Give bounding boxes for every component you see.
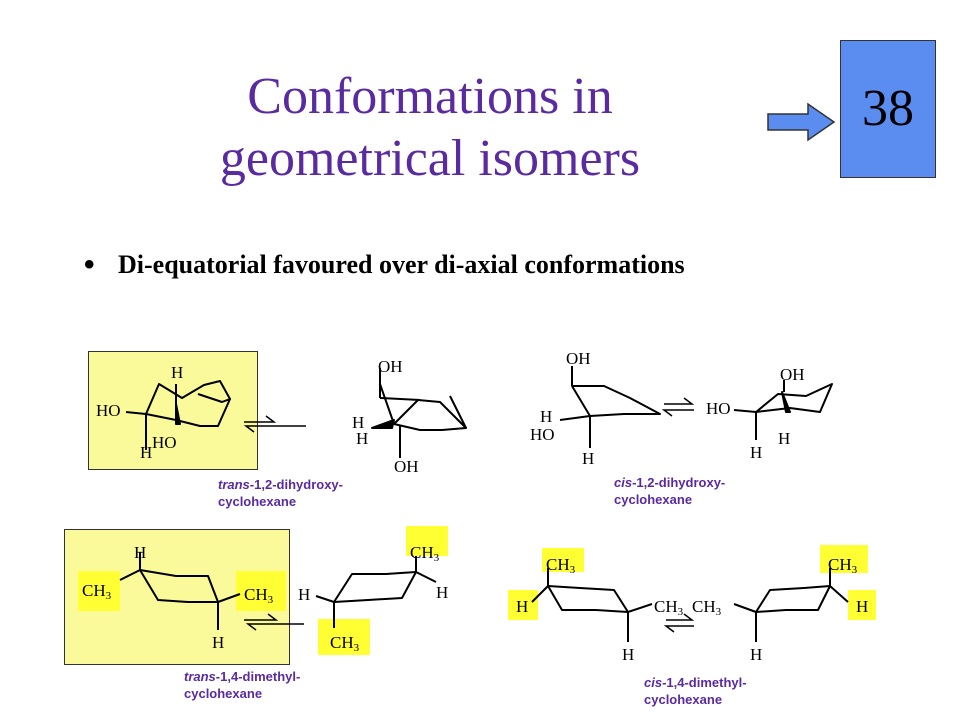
trans14-diequatorial-ring (119, 552, 241, 630)
cis14-left-ring (531, 568, 653, 642)
atom-label-ch3: CH3 (244, 585, 274, 607)
cis14-right-ring (733, 568, 849, 642)
atom-label-h: H (212, 633, 225, 652)
atom-label-h: H (778, 429, 791, 448)
atom-label-h: H (171, 363, 184, 382)
atom-label-h: H (582, 449, 595, 468)
atom-label-h: H (622, 645, 635, 664)
atom-label-ch3: CH3 (654, 597, 684, 619)
atom-label-h: H (750, 645, 763, 664)
atom-label-h: H (298, 585, 311, 604)
atom-label-h: H (540, 407, 553, 426)
atom-label-oh: OH (394, 457, 419, 476)
trans12-diaxial-ring (371, 368, 467, 458)
atom-label-h: H (352, 413, 365, 432)
atom-label-h: H (140, 443, 153, 462)
atom-label-ho: HO (706, 399, 731, 418)
highlight-h-2 (848, 590, 876, 620)
caption-trans-12: trans-1,2-dihydroxy- cyclohexane (218, 477, 343, 509)
highlight-ch3-3 (236, 571, 286, 611)
atom-label-h: H (356, 429, 369, 448)
atom-label-h: H (750, 443, 763, 462)
trans12-diequatorial-ring (125, 380, 231, 450)
atom-label-ch3: CH3 (546, 555, 576, 577)
atom-label-ch3: CH3 (828, 555, 858, 577)
equilibrium-arrows (243, 397, 695, 633)
bullet-text: Di-equatorial favoured over di-axial con… (118, 250, 685, 279)
highlight-ch3-1 (406, 526, 448, 556)
highlight-box-trans12 (88, 351, 258, 470)
cis12-right-ring (733, 380, 833, 440)
atom-label-ho: HO (530, 425, 555, 444)
slide-number-badge: 38 (840, 40, 936, 178)
atom-label-ho: HO (152, 433, 177, 452)
atom-label-oh: OH (566, 349, 591, 368)
atom-label-h: H (134, 543, 147, 562)
slide-title: Conformations in geometrical isomers (219, 68, 641, 187)
cis12-left-ring (559, 366, 661, 448)
atom-label-h: H (436, 583, 449, 602)
atom-label-ch3: CH3 (410, 543, 440, 565)
atom-label-ch3: CH3 (82, 581, 112, 603)
atom-label-ho: HO (96, 401, 121, 420)
atom-label-oh: OH (378, 357, 403, 376)
caption-trans-14: trans-1,4-dimethyl- cyclohexane (184, 669, 301, 701)
caption-cis-12: cis-1,2-dihydroxy- cyclohexane (614, 475, 726, 507)
highlight-ch3-2 (78, 571, 120, 611)
atom-label-ch3: CH3 (692, 597, 722, 619)
bullet-marker: • (84, 248, 95, 281)
highlight-h-1 (508, 590, 538, 620)
atom-label-h: H (856, 597, 869, 616)
atom-label-ch3: CH3 (330, 633, 360, 655)
highlight-ch3-6 (820, 545, 868, 573)
atom-label-oh: OH (780, 365, 805, 384)
highlight-ch3-4 (318, 619, 370, 655)
trans14-diaxial-ring (315, 556, 437, 628)
atom-label-h: H (516, 597, 529, 616)
caption-cis-14: cis-1,4-dimethyl- cyclohexane (644, 675, 747, 707)
